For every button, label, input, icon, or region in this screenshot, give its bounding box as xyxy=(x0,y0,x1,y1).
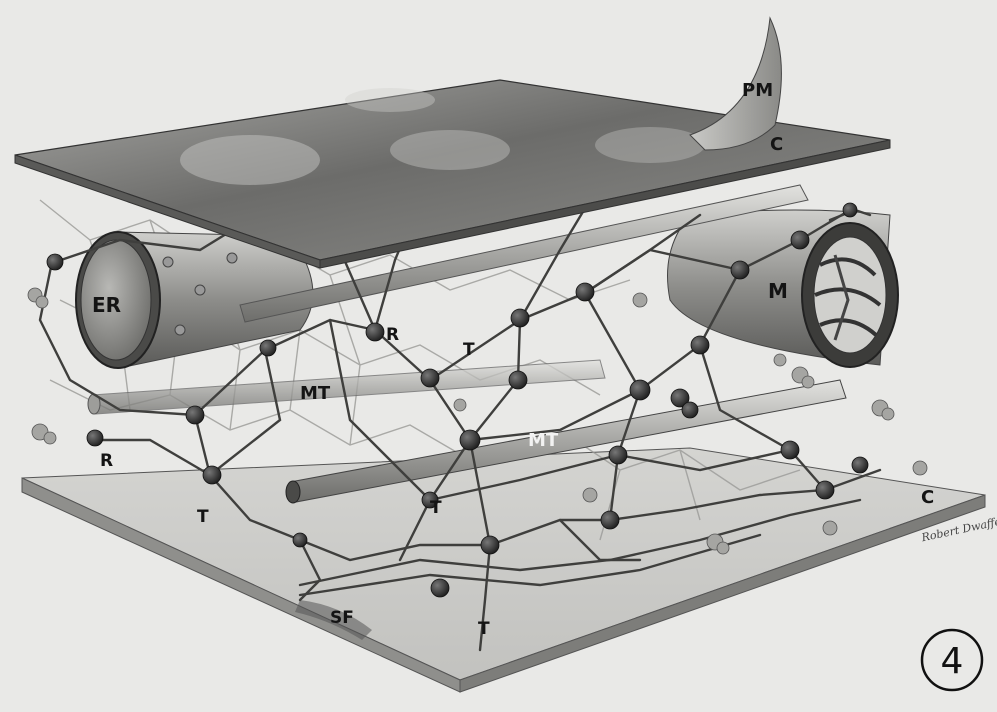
label-mt-left: MT xyxy=(300,383,331,404)
label-c-top: C xyxy=(770,134,783,155)
figure-number: 4 xyxy=(941,641,964,682)
label-er: ER xyxy=(92,293,121,317)
label-sf: SF xyxy=(330,608,354,628)
label-r-upper: R xyxy=(386,325,399,345)
label-m: M xyxy=(768,279,788,303)
label-t-center: T xyxy=(463,340,475,360)
label-t-left: T xyxy=(197,507,209,527)
label-t-mid: T xyxy=(430,498,442,518)
label-c-bottom: C xyxy=(921,487,934,508)
label-r-left: R xyxy=(100,451,113,471)
label-t-bottom: T xyxy=(478,619,490,639)
label-pm: PM xyxy=(742,80,773,101)
label-mt-center: MT xyxy=(528,430,559,451)
